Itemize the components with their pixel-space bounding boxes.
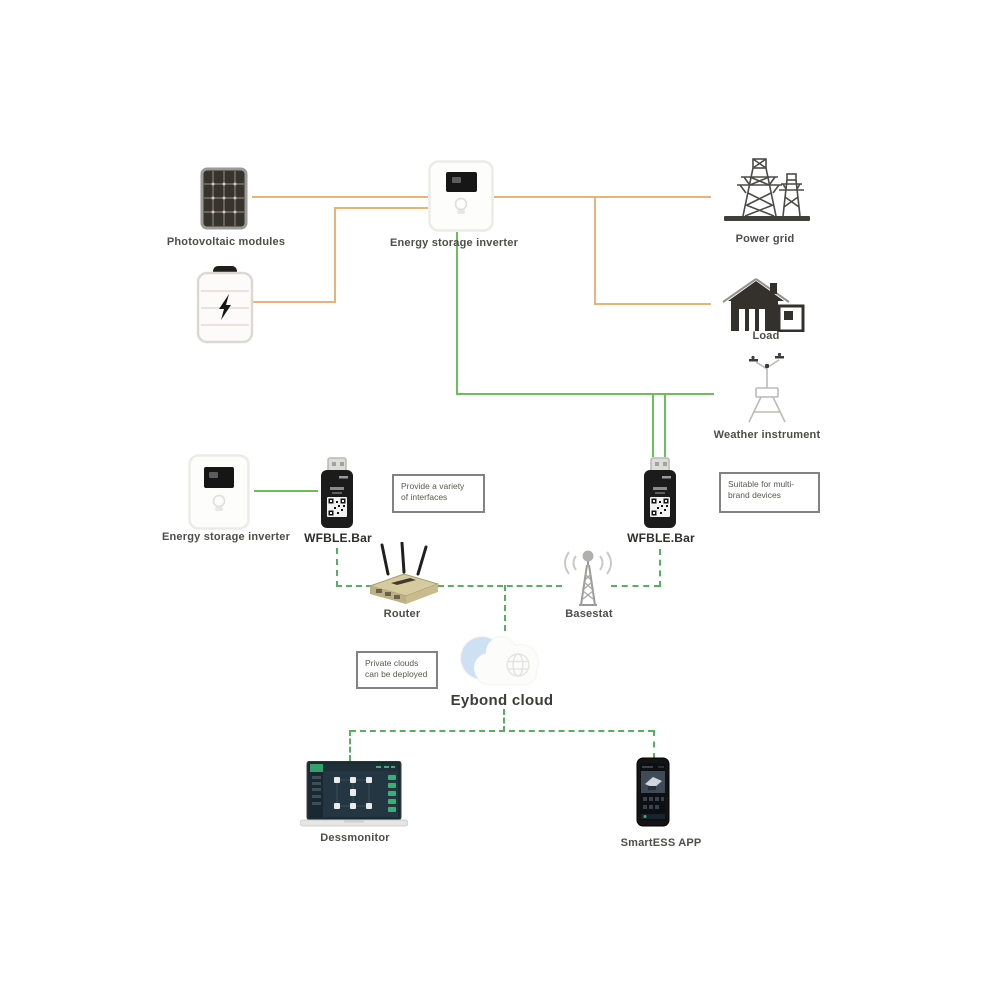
inverter-left-label: Energy storage inverter <box>161 531 291 543</box>
callout-brands-line1: Suitable for multi- <box>728 479 795 489</box>
data-line-inverter-to-dongle <box>254 490 318 492</box>
smartess-label: SmartESS APP <box>620 837 702 849</box>
inverter-top-label: Energy storage inverter <box>389 237 519 249</box>
router-icon <box>368 542 440 606</box>
solar-panel-icon <box>200 167 248 230</box>
data-line-dongle-drop-2 <box>664 395 666 457</box>
dashed-line-dongle-left-down <box>336 548 338 587</box>
data-line-main-horizontal <box>456 393 714 395</box>
dashed-line-router-basestat <box>438 585 562 587</box>
inverter-left-icon <box>188 454 250 530</box>
power-line-battery-h2 <box>334 207 428 209</box>
usb-dongle-right-icon <box>644 457 676 529</box>
power-line-pv-to-inverter <box>252 196 428 198</box>
power-line-inverter-to-grid <box>494 196 711 198</box>
dashed-line-to-phone <box>653 730 655 759</box>
dashed-line-to-cloud <box>504 585 506 631</box>
inverter-top-icon <box>428 160 494 232</box>
smartphone-icon <box>636 757 670 827</box>
callout-brands-line2: brand devices <box>728 490 781 501</box>
weather-station-icon <box>736 352 798 424</box>
cloud-icon <box>452 630 550 696</box>
laptop-dashboard-icon <box>300 761 408 829</box>
battery-icon <box>196 266 254 344</box>
load-label: Load <box>752 330 780 342</box>
wfble-right-label: WFBLE.Bar <box>627 531 695 545</box>
callout-private-cloud-line1: Private clouds <box>365 658 419 668</box>
callout-private-cloud-line2: can be deployed <box>365 669 428 680</box>
power-line-battery-h1 <box>252 301 336 303</box>
power-line-branch-v <box>594 196 596 305</box>
dashed-line-bottom-horizontal <box>350 730 654 732</box>
house-icon <box>722 274 808 332</box>
dashed-line-basestat-dongle <box>611 585 660 587</box>
router-label: Router <box>383 608 421 620</box>
power-grid-label: Power grid <box>735 233 795 245</box>
callout-brands: Suitable for multi- brand devices <box>719 472 820 513</box>
pv-label: Photovoltaic modules <box>166 236 286 248</box>
callout-interfaces-line2: of interfaces <box>401 492 448 503</box>
usb-dongle-left-icon <box>321 457 353 529</box>
callout-private-cloud: Private clouds can be deployed <box>356 651 438 689</box>
power-line-battery-v <box>334 207 336 303</box>
callout-interfaces-line1: Provide a variety <box>401 481 465 491</box>
callout-interfaces: Provide a variety of interfaces <box>392 474 485 513</box>
dashed-line-dongle-right-down <box>659 549 661 587</box>
dashed-line-to-router <box>336 585 372 587</box>
data-line-inverter-down <box>456 232 458 395</box>
cell-tower-icon <box>556 548 620 608</box>
dessmonitor-label: Dessmonitor <box>320 832 390 844</box>
transmission-towers-icon <box>724 155 810 225</box>
dashed-line-to-laptop <box>349 730 351 761</box>
power-line-branch-to-load <box>594 303 711 305</box>
basestat-label: Basestat <box>565 608 613 620</box>
dashed-line-cloud-down <box>503 709 505 732</box>
cloud-label: Eybond cloud <box>450 692 554 709</box>
wfble-left-label: WFBLE.Bar <box>304 531 372 545</box>
data-line-dongle-drop-1 <box>652 395 654 457</box>
weather-label: Weather instrument <box>713 429 821 441</box>
